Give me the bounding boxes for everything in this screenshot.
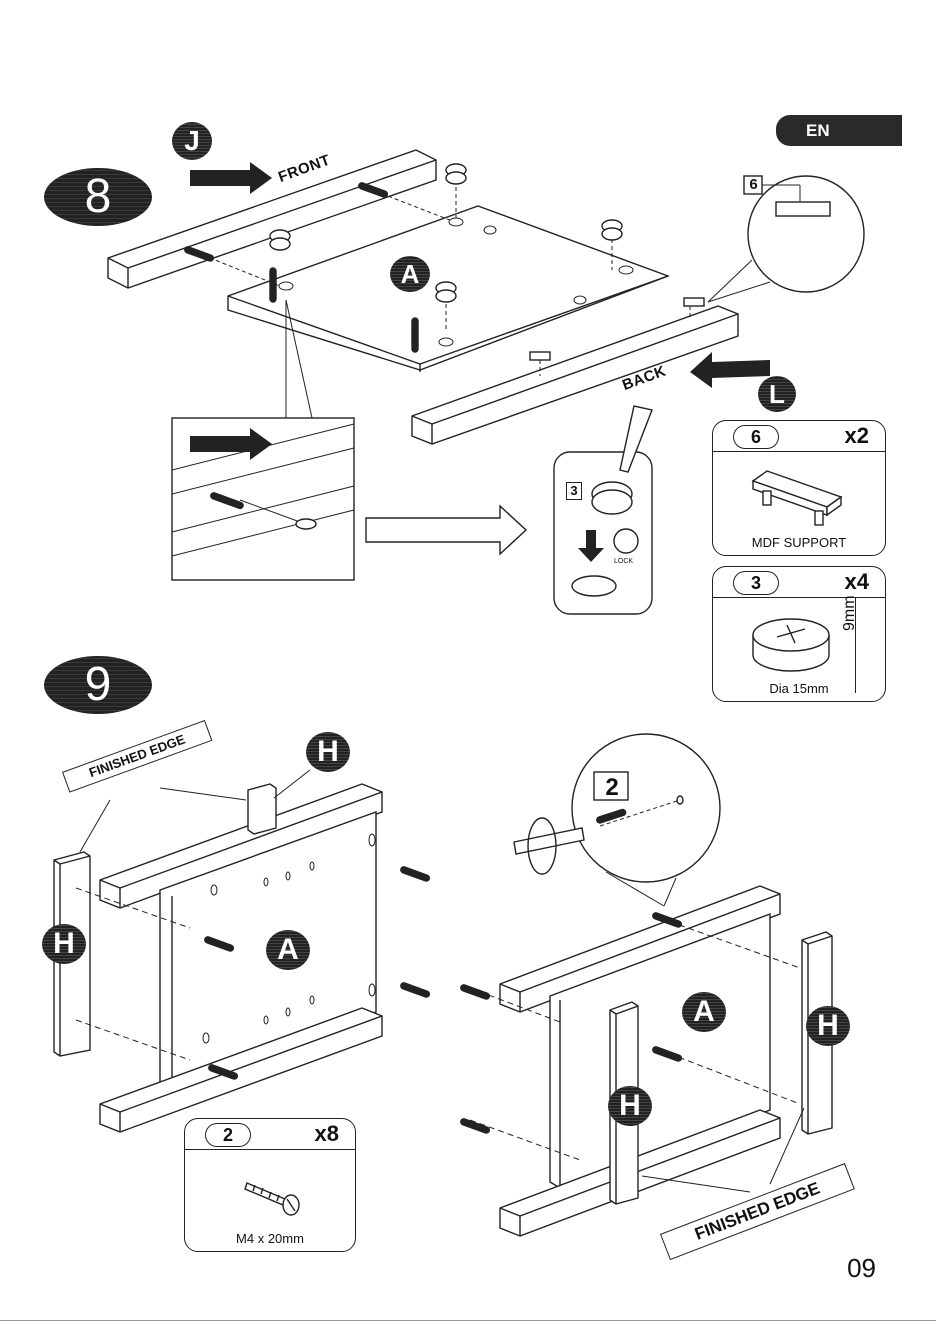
screw-card: 2 x8 M4 x 20mm xyxy=(184,1118,356,1252)
part-a-badge-left: A xyxy=(266,930,310,970)
part-h-badge-right: H xyxy=(806,1006,850,1046)
part-h-badge-left: H xyxy=(42,924,86,964)
part-quantity: x8 xyxy=(315,1121,339,1147)
screw-callout-index: 2 xyxy=(598,774,626,802)
screw-illustration xyxy=(241,1171,311,1221)
part-a-badge-right: A xyxy=(682,992,726,1032)
page-number: 09 xyxy=(847,1253,876,1284)
part-h-badge-top: H xyxy=(306,732,350,772)
bottom-rule xyxy=(0,1320,936,1321)
part-index: 2 xyxy=(205,1123,251,1147)
part-size: M4 x 20mm xyxy=(185,1231,355,1246)
part-h-badge-front: H xyxy=(608,1086,652,1126)
